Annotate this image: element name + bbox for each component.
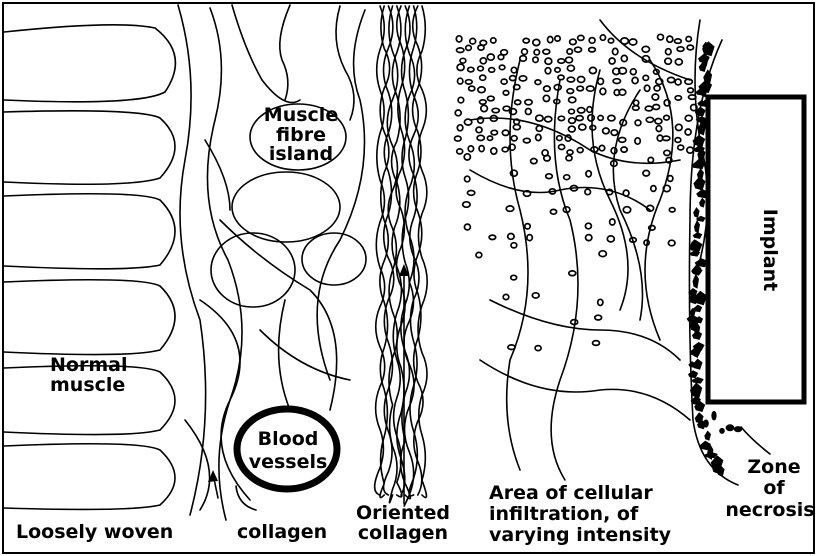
label-blood-vessels-1: Blood bbox=[258, 428, 319, 450]
label-oriented-collagen-1: Oriented bbox=[356, 502, 450, 524]
leader-lines bbox=[208, 264, 770, 510]
label-blood-vessels-2: vessels bbox=[249, 451, 328, 473]
label-cellular-infiltration-2: infiltration, of bbox=[489, 503, 639, 525]
label-oriented-collagen-2: collagen bbox=[358, 522, 448, 544]
infiltration-fibres bbox=[470, 20, 708, 480]
label-zone-of-necrosis-3: necrosis bbox=[725, 499, 814, 521]
normal-muscle-fibres bbox=[4, 25, 175, 510]
oriented-collagen-fibres bbox=[375, 6, 428, 506]
label-loosely-woven: Loosely woven bbox=[16, 521, 173, 543]
label-normal-muscle-2: muscle bbox=[50, 374, 125, 396]
label-cellular-infiltration-3: varying intensity bbox=[489, 524, 672, 546]
label-zone-of-necrosis-1: Zone bbox=[747, 456, 800, 478]
label-muscle-fibre-island-3: island bbox=[269, 143, 333, 165]
label-collagen-loose: collagen bbox=[237, 521, 327, 543]
label-zone-of-necrosis-2: of bbox=[763, 477, 785, 499]
infiltration-cells bbox=[455, 34, 698, 350]
implant-block bbox=[708, 97, 804, 402]
label-normal-muscle-1: Normal bbox=[50, 354, 127, 376]
label-cellular-infiltration-1: Area of cellular bbox=[489, 482, 653, 504]
label-muscle-fibre-island-1: Muscle bbox=[264, 104, 338, 126]
label-implant: Implant bbox=[759, 209, 781, 291]
